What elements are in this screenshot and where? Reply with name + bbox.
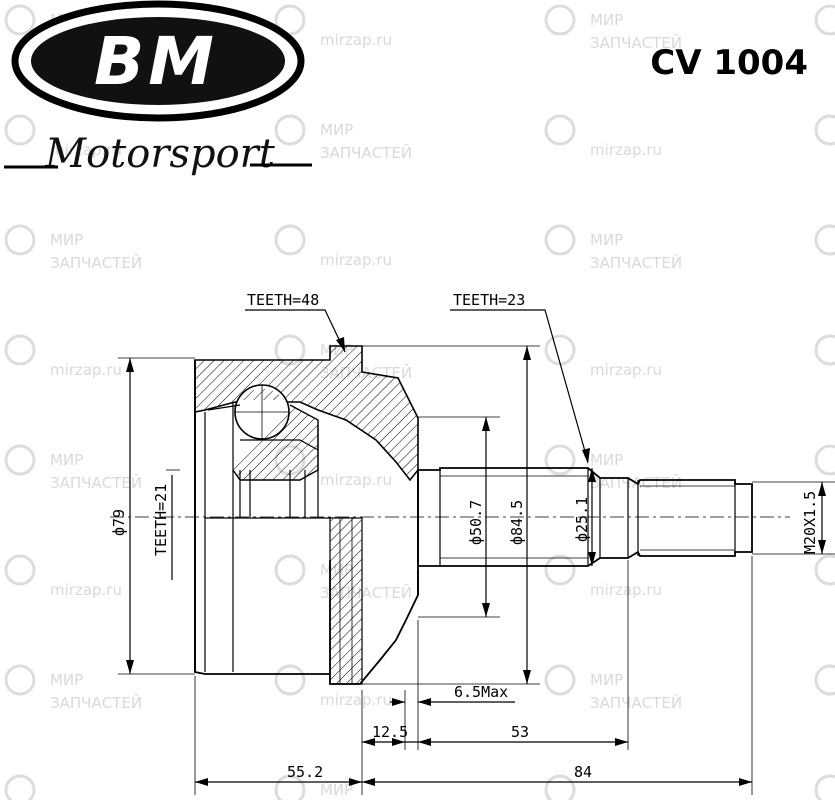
watermark-line2: ЗАПЧАСТЕЙ bbox=[50, 253, 142, 272]
watermark-line2: ЗАПЧАСТЕЙ bbox=[320, 143, 412, 162]
label-len-53: 53 bbox=[511, 723, 529, 741]
watermark-line1: МИР bbox=[50, 451, 83, 469]
watermark-line2: ЗАПЧАСТЕЙ bbox=[50, 473, 142, 492]
watermark-url: mirzap.ru bbox=[320, 251, 392, 269]
watermark: mirzap.ru bbox=[544, 114, 662, 159]
part-number: CV 1004 bbox=[650, 43, 808, 83]
watermark-line1: МИР bbox=[50, 671, 83, 689]
dimension-lines bbox=[118, 309, 835, 795]
watermark: mirzap.ru bbox=[274, 224, 392, 269]
watermark-line1: МИР bbox=[590, 231, 623, 249]
watermark: МИР ЗАПЧАСТЕЙ bbox=[544, 224, 682, 272]
watermark: mirzap.ru bbox=[4, 774, 36, 800]
label-len-55-2: 55.2 bbox=[287, 763, 323, 781]
watermark-line2: ЗАПЧАСТЕЙ bbox=[590, 253, 682, 272]
watermark-line2: ЗАПЧАСТЕЙ bbox=[590, 693, 682, 712]
label-teeth-21: TEETH=21 bbox=[152, 484, 170, 556]
outer-race-housing bbox=[194, 345, 419, 685]
watermark: МИР ЗАПЧАСТЕЙ bbox=[274, 114, 412, 162]
dimension-texts: TEETH=48 TEETH=23 TEETH=21 ф79 ф50.7 ф84… bbox=[110, 291, 819, 781]
abs-ring bbox=[329, 517, 363, 685]
logo-text: BM bbox=[94, 23, 218, 100]
label-len-84: 84 bbox=[574, 763, 592, 781]
watermark: МИР ЗАПЧАСТЕЙ bbox=[4, 444, 142, 492]
watermark: mirzap.ru bbox=[274, 664, 392, 709]
watermark: mirzap.ru bbox=[544, 774, 576, 800]
label-len-12-5: 12.5 bbox=[372, 723, 408, 741]
label-d79: ф79 bbox=[110, 509, 128, 536]
watermark: МИР ЗАПЧАСТЕЙ bbox=[544, 4, 682, 52]
watermark-url: mirzap.ru bbox=[50, 361, 122, 379]
label-max-6-5: 6.5Max bbox=[454, 683, 508, 701]
label-teeth-23: TEETH=23 bbox=[453, 291, 525, 309]
watermark-url: mirzap.ru bbox=[320, 691, 392, 709]
watermark-line1: МИР bbox=[590, 11, 623, 29]
watermark-line1: МИР bbox=[320, 121, 353, 139]
watermark: mirzap.ru bbox=[814, 444, 835, 476]
watermark-line1: МИР bbox=[590, 451, 623, 469]
watermark-url: mirzap.ru bbox=[320, 471, 392, 489]
watermark-url: mirzap.ru bbox=[320, 31, 392, 49]
watermark: mirzap.ru bbox=[814, 664, 835, 696]
watermark-line1: МИР bbox=[50, 231, 83, 249]
logo-subtext: Motorsport bbox=[44, 131, 276, 177]
stub-shaft bbox=[417, 416, 753, 618]
watermark: МИР ЗАПЧАСТЕЙ bbox=[4, 664, 142, 712]
watermark: mirzap.ru bbox=[274, 4, 392, 49]
brand-logo: BM Motorsport bbox=[4, 0, 312, 177]
watermark-line2: ЗАПЧАСТЕЙ bbox=[50, 693, 142, 712]
watermark-url: mirzap.ru bbox=[50, 581, 122, 599]
label-d50-7: ф50.7 bbox=[467, 500, 485, 545]
watermark-url: mirzap.ru bbox=[590, 361, 662, 379]
label-d25-1: ф25.1 bbox=[573, 497, 591, 542]
label-teeth-48: TEETH=48 bbox=[247, 291, 319, 309]
watermark: mirzap.ru bbox=[544, 334, 662, 379]
watermark-line1: МИР bbox=[320, 781, 353, 799]
watermark: МИР ЗАПЧАСТЕЙ bbox=[544, 664, 682, 712]
watermark-url: mirzap.ru bbox=[590, 581, 662, 599]
watermark: mirzap.ru bbox=[4, 334, 122, 379]
watermark: mirzap.ru bbox=[544, 554, 662, 599]
watermark-url: mirzap.ru bbox=[590, 141, 662, 159]
watermark: mirzap.ru bbox=[4, 114, 122, 159]
watermark-line1: МИР bbox=[590, 671, 623, 689]
watermark: mirzap.ru bbox=[814, 224, 835, 256]
label-d84-5: ф84.5 bbox=[508, 500, 526, 545]
label-thread: M20X1.5 bbox=[801, 491, 819, 554]
watermark-url: mirzap.ru bbox=[50, 141, 122, 159]
ball-and-inner-race bbox=[207, 384, 319, 517]
watermark: МИР ЗАПЧАСТЕЙ bbox=[4, 224, 142, 272]
watermark-line2: ЗАПЧАСТЕЙ bbox=[590, 33, 682, 52]
watermark: mirzap.ru bbox=[814, 4, 835, 36]
watermark: mirzap.ru bbox=[4, 554, 122, 599]
